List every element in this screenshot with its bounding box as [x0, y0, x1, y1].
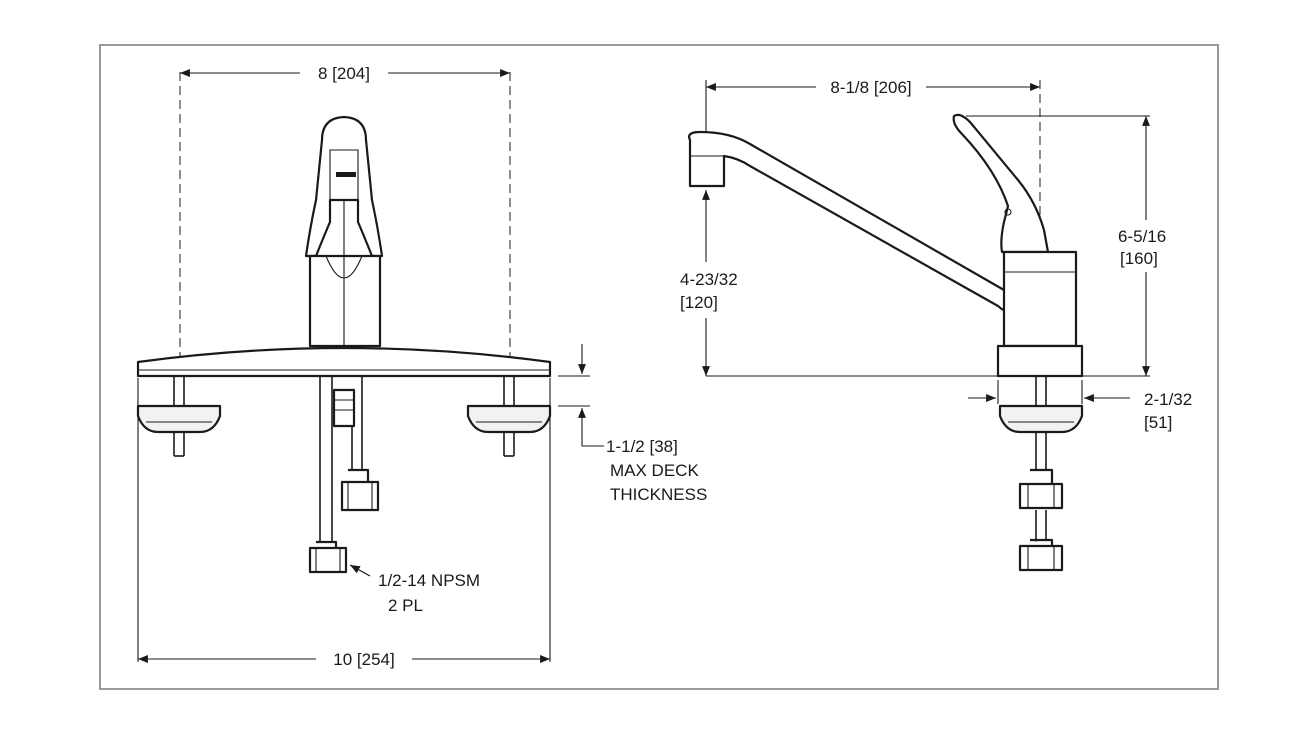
- overall-height-label-line1: 6-5/16: [1118, 227, 1166, 246]
- dim-label-bottom-width: 10 [254]: [333, 650, 394, 669]
- deck-label-line2: MAX DECK: [610, 461, 699, 480]
- supply-fitting-side-lower: [1018, 538, 1064, 572]
- supply-coupling: [332, 388, 356, 428]
- supply-fitting-lower: [308, 540, 348, 574]
- supply-fitting-upper: [340, 468, 380, 512]
- front-view: 8 [204]: [136, 64, 707, 669]
- overall-height-label-line2: [160]: [1120, 249, 1158, 268]
- base-diameter-label-line1: 2-1/32: [1144, 390, 1192, 409]
- mounting-bracket-left: [136, 404, 222, 434]
- dim-label-top-width: 8 [204]: [318, 64, 370, 83]
- thread-label-line2: 2 PL: [388, 596, 423, 615]
- side-view: 8-1/8 [206] 4-23/32 [120]: [680, 78, 1192, 572]
- thread-label-line1: 1/2-14 NPSM: [378, 571, 480, 590]
- spout-height-label-line2: [120]: [680, 293, 718, 312]
- body-front: [308, 254, 382, 348]
- deck-label-line1: 1-1/2 [38]: [606, 437, 678, 456]
- handle-side-screw: [1004, 208, 1012, 216]
- base-side: [996, 344, 1084, 378]
- handle-front: [304, 115, 384, 258]
- handle-side: [952, 113, 1050, 254]
- mounting-bracket-right: [466, 404, 552, 434]
- handle-front-indicator: [336, 172, 356, 177]
- deck-plate: [136, 346, 552, 378]
- spout-height-label-line1: 4-23/32: [680, 270, 738, 289]
- leader-thread: [349, 564, 371, 577]
- base-diameter-label-line2: [51]: [1144, 413, 1172, 432]
- supply-fitting-side-upper: [1018, 468, 1064, 510]
- body-side: [1002, 250, 1078, 348]
- mounting-bracket-side: [998, 404, 1084, 434]
- handle-front-recess: [329, 149, 359, 201]
- dim-label-reach: 8-1/8 [206]: [830, 78, 911, 97]
- deck-label-line3: THICKNESS: [610, 485, 707, 504]
